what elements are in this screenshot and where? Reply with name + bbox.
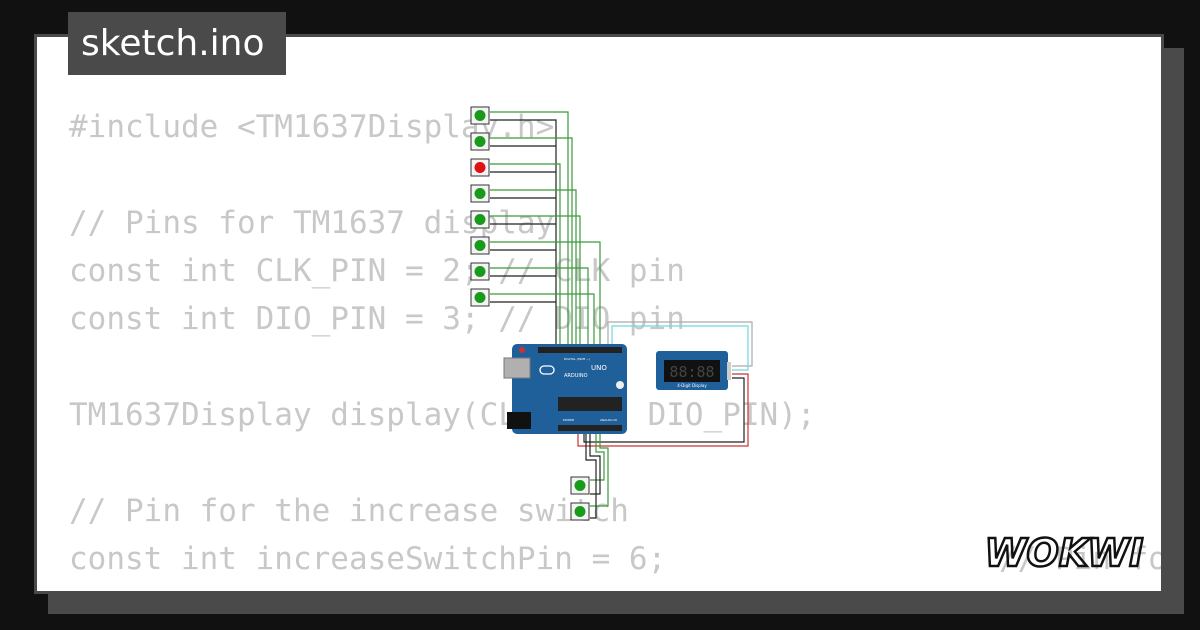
board-power-label: POWER bbox=[563, 418, 574, 422]
code-line: const int CLK_PIN = 2; // CLK pin bbox=[69, 253, 685, 289]
board-brand: ARDUINO bbox=[564, 373, 588, 379]
code-background: #include <TM1637Display.h> // Pins for TM… bbox=[69, 103, 1161, 591]
code-line: const int increaseSwitchPin = 6; bbox=[69, 541, 667, 577]
code-line: const int DIO_PIN = 3; // DIO pin bbox=[69, 301, 685, 337]
wires-bottom bbox=[585, 430, 609, 519]
arduino-uno-board[interactable]: ARDUINO UNO DIGITAL (PWM ~) POWER ANALOG… bbox=[503, 344, 627, 434]
board-model: UNO bbox=[591, 364, 607, 372]
push-button[interactable] bbox=[470, 158, 490, 177]
code-line: #include <TM1637Display.h> bbox=[69, 109, 555, 145]
wokwi-logo-text: WOKWI bbox=[985, 531, 1144, 575]
push-buttons-top bbox=[470, 106, 490, 307]
display-label: 4-Digit Display bbox=[677, 383, 707, 388]
push-button[interactable] bbox=[470, 184, 490, 203]
board-analog-label: ANALOG IN bbox=[600, 418, 617, 422]
board-header-label: DIGITAL (PWM ~) bbox=[564, 357, 590, 361]
push-button[interactable] bbox=[470, 288, 490, 307]
code-line-fragment: // Pin for bbox=[999, 583, 1161, 591]
code-line: const int decreaseSwitchPin = 7; bbox=[69, 583, 816, 591]
wires-display bbox=[577, 321, 753, 447]
code-line-fragment: // Pin for bbox=[999, 541, 1161, 577]
push-button[interactable] bbox=[470, 236, 490, 255]
wokwi-logo: WOKWI bbox=[983, 530, 1144, 576]
push-button[interactable] bbox=[470, 132, 490, 151]
push-buttons-bottom bbox=[570, 476, 590, 521]
code-line: // Pin for the increase switch bbox=[69, 493, 629, 529]
display-digits: 88:88 bbox=[669, 363, 714, 381]
preview-card: #include <TM1637Display.h> // Pins for TM… bbox=[34, 34, 1164, 594]
wires-top bbox=[490, 111, 601, 346]
tm1637-display-module[interactable]: 88:88 4-Digit Display bbox=[656, 351, 731, 390]
code-line: // Pins for TM1637 display bbox=[69, 205, 555, 241]
push-button[interactable] bbox=[470, 262, 490, 281]
push-button[interactable] bbox=[470, 106, 490, 125]
push-button[interactable] bbox=[570, 502, 590, 521]
file-tab[interactable]: sketch.ino bbox=[68, 12, 286, 75]
file-tab-label: sketch.ino bbox=[81, 23, 265, 64]
push-button[interactable] bbox=[570, 476, 590, 495]
push-button[interactable] bbox=[470, 210, 490, 229]
